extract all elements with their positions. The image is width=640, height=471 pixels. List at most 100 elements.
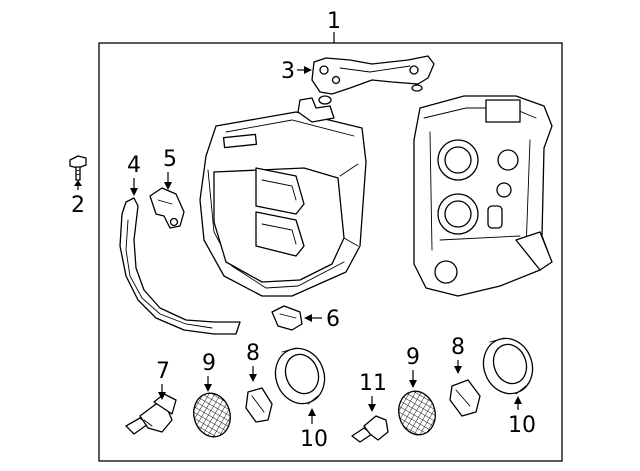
rear-bulb-port-upper-inner [444,146,472,174]
bracket-hole [409,65,419,75]
callout-7-arrow [158,392,166,400]
pad-right-detail [455,389,471,407]
callout-9a[interactable]: 9 [202,351,216,392]
callout-6-label: 6 [326,307,340,332]
callout-4-label: 4 [127,153,141,178]
part-9-mesh-right[interactable] [394,387,440,439]
callout-1-label: 1 [327,9,341,34]
housing-tab [222,133,258,149]
callout-10b-arrow [514,396,522,404]
cap-left-inner [284,353,320,395]
part-6-small-clip[interactable] [271,305,303,331]
bracket-body [311,55,435,95]
cap-right-tabs [489,337,527,395]
trim-strip-body [119,197,241,335]
rear-side-port [434,260,458,284]
part-7-bulb[interactable] [125,393,177,435]
callout-3[interactable]: 3 [281,59,312,84]
bracket-hole [331,75,341,85]
clip-edge [157,199,173,205]
rear-connector-block [485,99,521,123]
part-4-trim-strip[interactable] [119,197,241,335]
projector-upper [255,167,305,215]
assembly-frame [98,42,563,462]
part-8-pad-right[interactable] [449,379,481,417]
callout-8a-arrow [249,374,257,382]
callout-4[interactable]: 4 [127,153,141,196]
rear-cover-outline [413,95,553,297]
callout-8b-arrow [454,366,462,374]
housing-side-edge [339,163,359,247]
clip-hole [169,217,179,227]
callout-5[interactable]: 5 [163,147,177,190]
callout-9b-label: 9 [406,345,420,370]
rear-aux-port [496,182,512,198]
callout-8b[interactable]: 8 [451,335,465,374]
bracket-grommet [411,84,423,92]
small-clip-body [271,305,303,331]
cap-right-inner [492,343,528,385]
callout-1[interactable]: 1 [327,9,341,43]
callout-9a-label: 9 [202,351,216,376]
bracket-grommet [318,95,332,105]
bulb-11-base [363,415,389,441]
rear-connector-slot [487,205,503,229]
part-8-pad-left[interactable] [245,387,273,423]
clip-body [149,187,185,229]
callout-5-arrow [164,182,172,190]
part-10-cap-left[interactable] [268,341,332,410]
callout-6-arrow [304,314,312,322]
callout-10b[interactable]: 10 [508,396,536,438]
projector-lower [255,211,305,257]
projector-lower-detail [261,223,297,245]
part-3-bracket[interactable] [311,55,435,105]
mesh-filter-right [398,390,436,436]
pad-right [449,379,481,417]
callout-3-arrow [304,66,312,74]
part-10-cap-right[interactable] [476,331,540,400]
callout-8a-label: 8 [246,341,260,366]
bulb-ring [143,419,153,427]
part-5-clip[interactable] [149,187,185,229]
headlamp-housing[interactable] [199,97,367,297]
callout-11-label: 11 [359,371,387,396]
callout-7-label: 7 [156,359,170,384]
callout-6[interactable]: 6 [304,307,340,332]
housing-top-mount [297,97,335,123]
callout-10b-label: 10 [508,413,536,438]
callout-8b-label: 8 [451,335,465,360]
callout-10a-label: 10 [300,427,328,452]
callout-2[interactable]: 2 [71,180,85,218]
rear-aux-port [497,149,519,171]
callout-9b[interactable]: 9 [406,345,420,388]
housing-top-edge [225,119,355,137]
rear-cover-ribs [429,131,531,251]
cap-left-tabs [281,347,319,405]
rear-adjuster [515,231,553,271]
part-2-bolt[interactable] [69,155,87,181]
bolt-shank [75,166,81,181]
bracket-hole [319,65,329,75]
callout-8a[interactable]: 8 [246,341,260,382]
part-11-bulb[interactable] [351,415,389,443]
projector-upper-detail [261,179,297,201]
callout-3-label: 3 [281,59,295,84]
bolt-head [69,155,87,169]
bolt-thread [75,173,81,176]
callout-5-label: 5 [163,147,177,172]
bracket-rib [339,65,411,73]
callout-11[interactable]: 11 [359,371,387,412]
mesh-filter-left [193,392,231,438]
callout-10a[interactable]: 10 [300,408,328,452]
trim-strip-edge [125,219,213,329]
part-9-mesh-left[interactable] [189,389,235,441]
callout-9a-arrow [204,384,212,392]
rear-bulb-port-lower-inner [444,200,472,228]
pad-left-detail [251,395,265,413]
callout-10a-arrow [308,408,316,416]
callout-7[interactable]: 7 [156,359,170,400]
callout-9b-arrow [409,380,417,388]
callout-11-arrow [368,404,376,412]
housing-rear-cover[interactable] [413,95,553,297]
